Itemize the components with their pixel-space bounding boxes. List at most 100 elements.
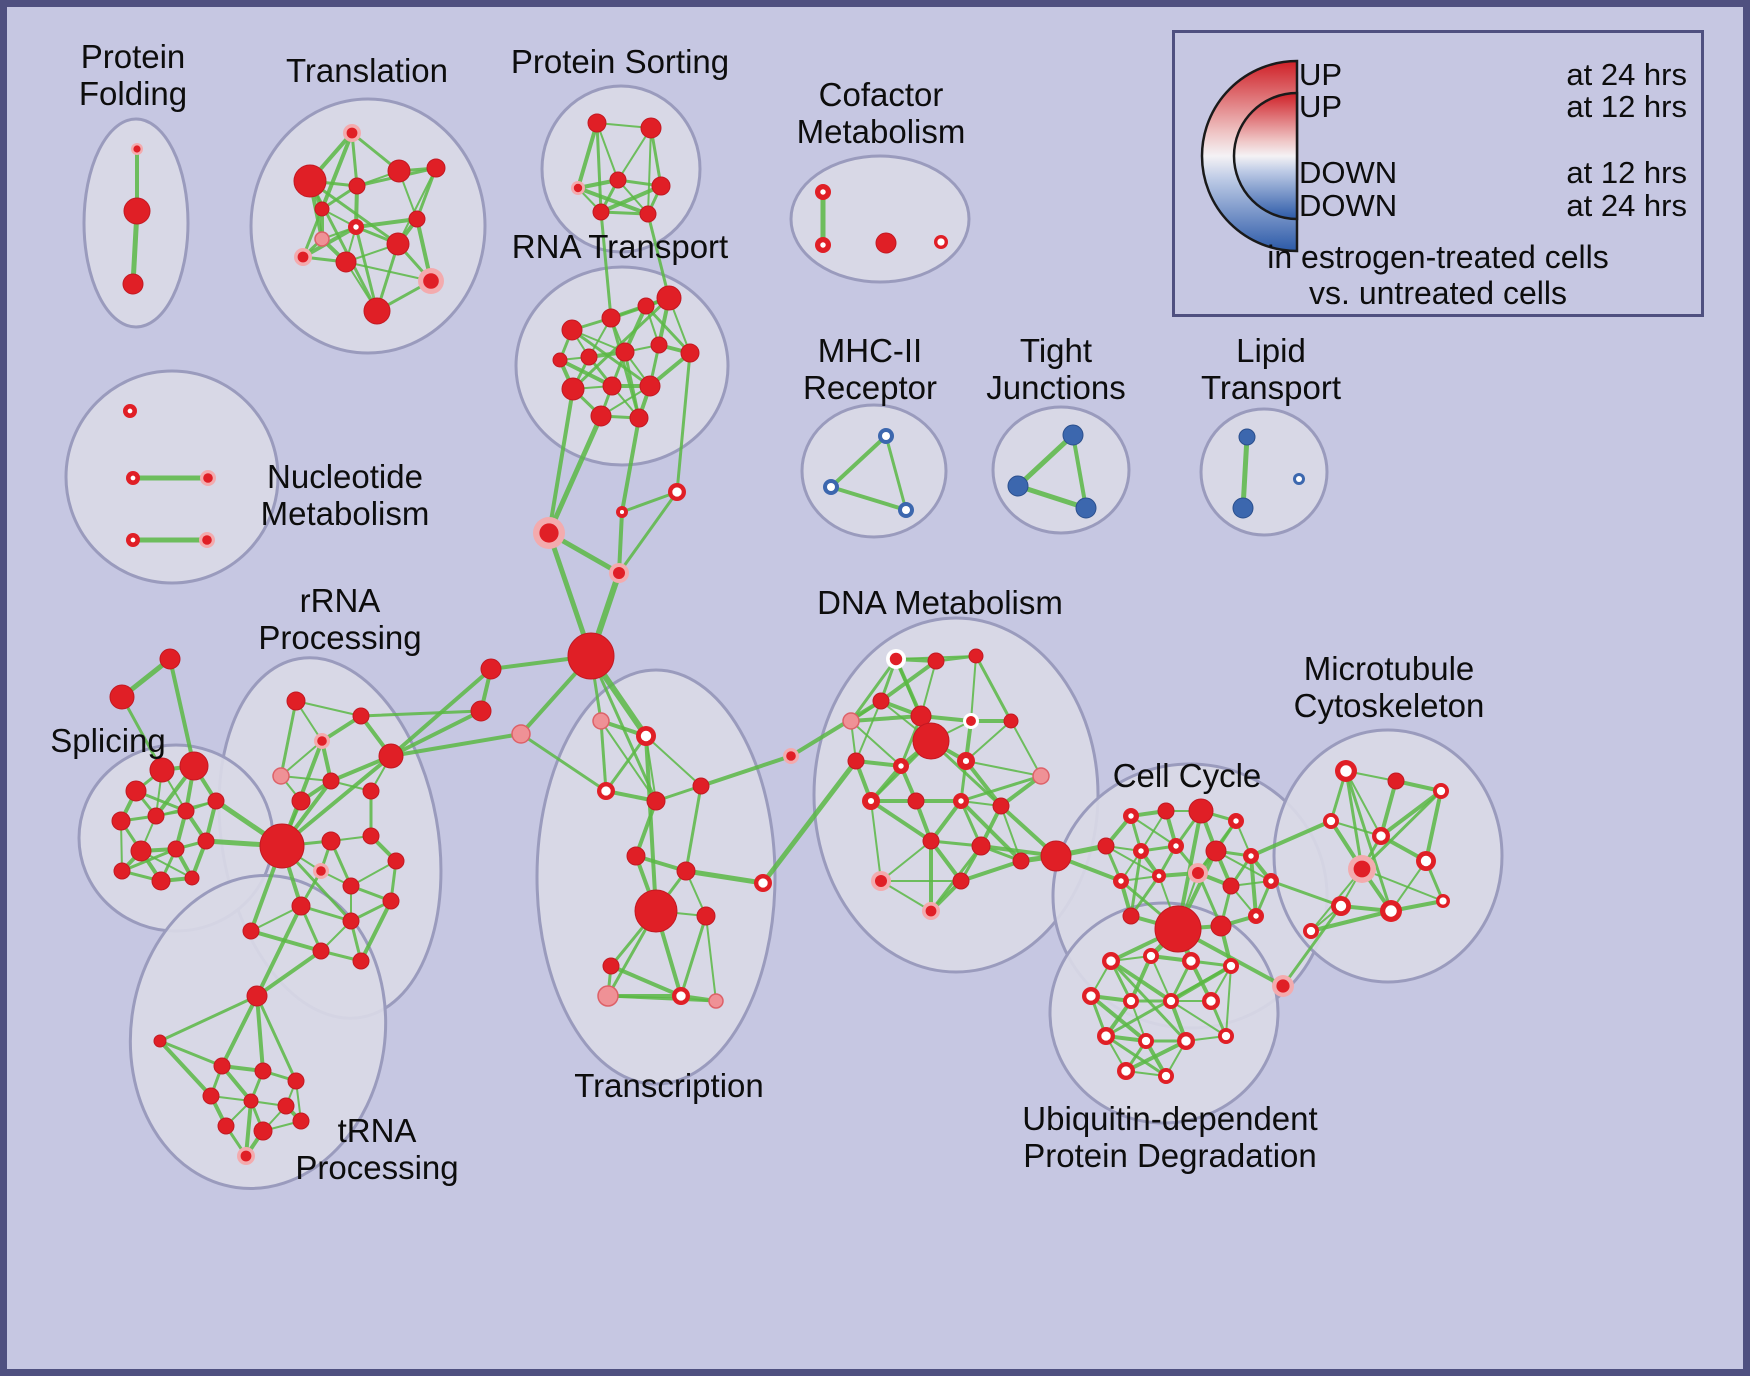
node-cc9[interactable]	[1243, 848, 1259, 864]
node-ub13[interactable]	[1117, 1062, 1135, 1080]
node-rt9[interactable]	[561, 377, 585, 401]
node-rr17[interactable]	[382, 892, 400, 910]
node-sp12[interactable]	[113, 862, 131, 880]
node-tn8[interactable]	[277, 1097, 295, 1115]
node-mt6[interactable]	[1416, 851, 1436, 871]
node-pf2[interactable]	[123, 197, 151, 225]
node-rr5[interactable]	[272, 767, 290, 785]
node-mt7[interactable]	[1348, 855, 1376, 883]
node-rt1[interactable]	[561, 319, 583, 341]
node-sp8[interactable]	[130, 840, 152, 862]
node-b2[interactable]	[616, 506, 628, 518]
node-nm3[interactable]	[200, 470, 216, 486]
node-ps6[interactable]	[592, 203, 610, 221]
node-dm13[interactable]	[1032, 767, 1050, 785]
node-b7[interactable]	[470, 700, 492, 722]
node-tl12[interactable]	[363, 297, 391, 325]
node-mt9[interactable]	[1380, 900, 1402, 922]
node-tr5[interactable]	[692, 777, 710, 795]
node-nm1[interactable]	[123, 404, 137, 418]
node-ps1[interactable]	[587, 113, 607, 133]
node-tl7[interactable]	[314, 231, 330, 247]
node-sp2[interactable]	[149, 757, 175, 783]
node-rt3[interactable]	[637, 297, 655, 315]
node-rt4[interactable]	[656, 285, 682, 311]
node-ps3[interactable]	[571, 181, 585, 195]
node-tj2[interactable]	[1007, 475, 1029, 497]
node-pf1[interactable]	[131, 143, 143, 155]
node-tr12[interactable]	[672, 987, 690, 1005]
node-sp10[interactable]	[197, 832, 215, 850]
node-tl6[interactable]	[348, 219, 364, 235]
node-tr11[interactable]	[597, 985, 619, 1007]
node-tn11[interactable]	[292, 1112, 310, 1130]
node-dm8[interactable]	[963, 713, 979, 729]
node-cc18[interactable]	[1248, 908, 1264, 924]
node-tn2[interactable]	[153, 1034, 167, 1048]
node-sp11[interactable]	[151, 871, 171, 891]
node-rr16[interactable]	[342, 912, 360, 930]
node-rr9[interactable]	[259, 823, 305, 869]
node-tr13[interactable]	[708, 993, 724, 1009]
node-tr8[interactable]	[634, 889, 678, 933]
node-tl3[interactable]	[348, 177, 366, 195]
node-tj1[interactable]	[1062, 424, 1084, 446]
node-dm17[interactable]	[992, 797, 1010, 815]
node-cc6[interactable]	[1133, 843, 1149, 859]
node-tl9[interactable]	[335, 251, 357, 273]
node-b3[interactable]	[668, 483, 686, 501]
node-ub6[interactable]	[1123, 993, 1139, 1009]
node-tl14[interactable]	[314, 201, 330, 217]
node-b1[interactable]	[533, 517, 565, 549]
node-rt11[interactable]	[639, 375, 661, 397]
node-ub5[interactable]	[1082, 987, 1100, 1005]
node-ub7[interactable]	[1163, 993, 1179, 1009]
node-mt8[interactable]	[1331, 896, 1351, 916]
node-ps7[interactable]	[639, 205, 657, 223]
node-cc17[interactable]	[1122, 907, 1140, 925]
node-dm23[interactable]	[922, 902, 940, 920]
node-sp7[interactable]	[207, 792, 225, 810]
node-sp5[interactable]	[147, 807, 165, 825]
node-ub3[interactable]	[1182, 952, 1200, 970]
node-ub9[interactable]	[1097, 1027, 1115, 1045]
node-cc10[interactable]	[1113, 873, 1129, 889]
node-dm10[interactable]	[847, 752, 865, 770]
node-tr4[interactable]	[646, 791, 666, 811]
node-sp3[interactable]	[179, 751, 209, 781]
node-tn9[interactable]	[217, 1117, 235, 1135]
node-f2[interactable]	[109, 684, 135, 710]
node-tl10[interactable]	[386, 232, 410, 256]
node-mt2[interactable]	[1387, 772, 1405, 790]
node-dm3[interactable]	[968, 648, 984, 664]
node-ub11[interactable]	[1177, 1032, 1195, 1050]
node-ps2[interactable]	[640, 117, 662, 139]
node-tn5[interactable]	[287, 1072, 305, 1090]
node-rr15[interactable]	[291, 896, 311, 916]
node-cc15[interactable]	[1154, 905, 1202, 953]
node-dm4[interactable]	[842, 712, 860, 730]
node-mh3[interactable]	[898, 502, 914, 518]
node-rt8[interactable]	[680, 343, 700, 363]
node-rt5[interactable]	[580, 348, 598, 366]
node-dm11[interactable]	[893, 758, 909, 774]
node-nm4[interactable]	[126, 533, 140, 547]
node-dm19[interactable]	[971, 836, 991, 856]
node-cc3[interactable]	[1188, 798, 1214, 824]
node-tr10[interactable]	[602, 957, 620, 975]
node-tj3[interactable]	[1075, 497, 1097, 519]
node-tn7[interactable]	[243, 1093, 259, 1109]
node-dm12[interactable]	[957, 752, 975, 770]
node-b9[interactable]	[783, 748, 799, 764]
node-ub1[interactable]	[1102, 952, 1120, 970]
node-rr4[interactable]	[378, 743, 404, 769]
node-tl13[interactable]	[408, 210, 426, 228]
node-sp13[interactable]	[184, 870, 200, 886]
node-cc11[interactable]	[1152, 869, 1166, 883]
node-mt4[interactable]	[1323, 813, 1339, 829]
node-tn3[interactable]	[213, 1057, 231, 1075]
node-ps5[interactable]	[651, 176, 671, 196]
node-cc14[interactable]	[1263, 873, 1279, 889]
node-b11[interactable]	[1040, 840, 1072, 872]
node-tl4[interactable]	[387, 159, 411, 183]
